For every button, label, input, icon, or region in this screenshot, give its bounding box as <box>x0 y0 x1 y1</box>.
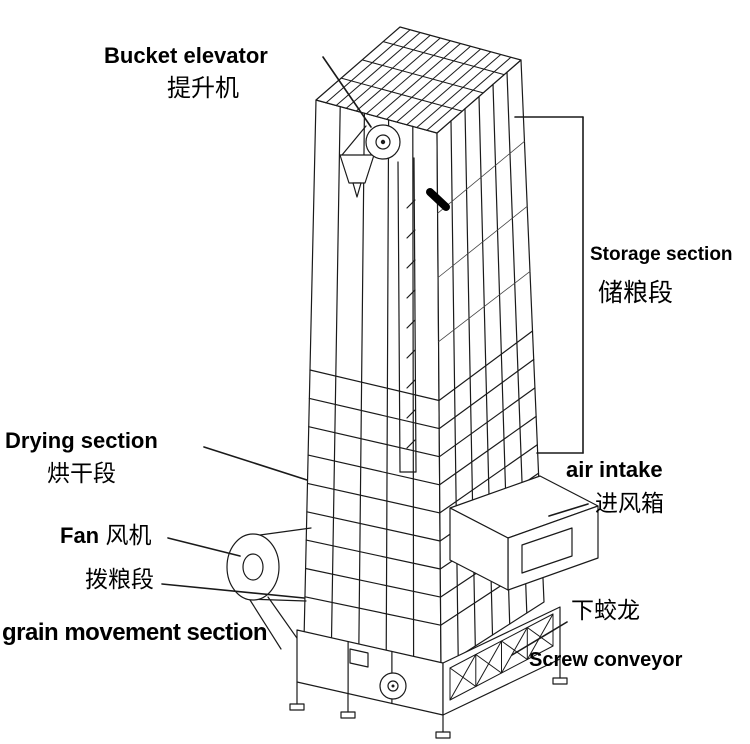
label-grain-pull-section-zh: 拨粮段 <box>85 566 154 592</box>
label-air-intake-zh: 进风箱 <box>595 490 664 516</box>
elevator-duct-icon <box>397 157 417 473</box>
label-air-intake-en: air intake <box>566 457 663 482</box>
label-drying-section-zh: 烘干段 <box>47 460 116 486</box>
top-grid <box>325 29 512 131</box>
label-storage-section-en: Storage section <box>590 244 733 265</box>
leader-lines <box>161 56 589 656</box>
label-bucket-elevator-en: Bucket elevator <box>104 43 268 68</box>
bucket-elevator-pulley-icon <box>339 124 401 198</box>
label-fan-en: Fan <box>60 523 100 548</box>
handle-mark-icon <box>426 188 450 211</box>
label-grain-movement-section-en: grain movement section <box>2 619 268 646</box>
label-screw-conveyor-en: Screw conveyor <box>529 649 683 671</box>
screw-conveyor-truss-icon <box>449 613 554 701</box>
air-intake-box-icon <box>449 475 599 591</box>
label-screw-conveyor-zh: 下蛟龙 <box>571 597 640 623</box>
label-bucket-elevator-zh: 提升机 <box>167 75 239 102</box>
label-fan-zh: 风机 <box>105 522 152 548</box>
label-drying-section-en: Drying section <box>5 428 158 453</box>
label-storage-section-zh: 储粮段 <box>598 279 674 307</box>
fan-icon <box>226 527 312 650</box>
label-fan: Fan 风机 <box>60 522 152 548</box>
